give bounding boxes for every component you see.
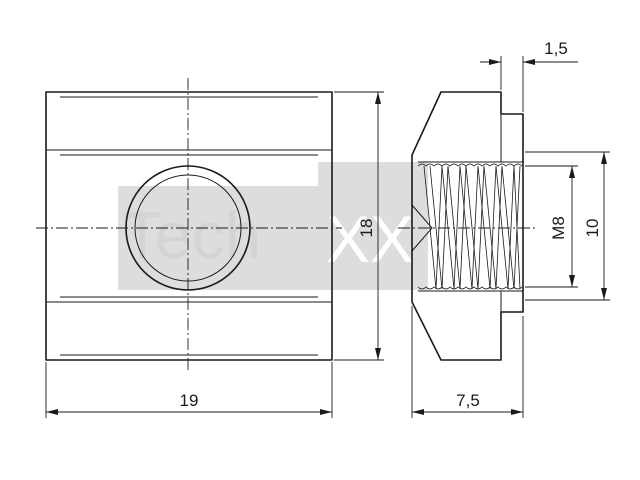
dimension-18: 18 [334, 91, 384, 361]
side-view [398, 91, 535, 361]
side-notch [411, 204, 433, 252]
dimension-label-10: 10 [583, 219, 602, 238]
watermark: Tech XX [118, 162, 428, 290]
dimension-label-19: 19 [180, 391, 199, 410]
arrowhead [511, 409, 523, 415]
arrowhead [569, 275, 575, 287]
arrowhead [569, 166, 575, 178]
arrowhead [412, 409, 424, 415]
watermark-box [318, 162, 428, 290]
arrowhead [489, 59, 501, 65]
dimension-label-m8: M8 [549, 216, 568, 240]
dimension-1-5: 1,5 [480, 39, 578, 112]
watermark-bar [118, 186, 318, 290]
thread-zigzag [423, 165, 521, 290]
dimension-10: 10 [525, 151, 610, 301]
arrowhead [375, 92, 381, 104]
arrowhead [523, 59, 535, 65]
front-view [36, 78, 342, 372]
arrowhead [46, 409, 58, 415]
arrowhead [601, 152, 607, 164]
dimension-label-7-5: 7,5 [456, 391, 480, 410]
dimension-label-18: 18 [357, 219, 376, 238]
dimension-19: 19 [45, 362, 333, 418]
arrowhead [320, 409, 332, 415]
dimension-m8: M8 [525, 165, 578, 288]
arrowhead [601, 288, 607, 300]
watermark-mark: XX [326, 202, 414, 276]
arrowhead [375, 348, 381, 360]
dimension-7-5: 7,5 [411, 306, 524, 418]
thread-crest-top [417, 163, 523, 167]
dimension-label-1-5: 1,5 [544, 39, 568, 58]
side-outline [411, 91, 524, 361]
thread-crest-bottom [417, 286, 523, 290]
front-outline [45, 91, 333, 361]
